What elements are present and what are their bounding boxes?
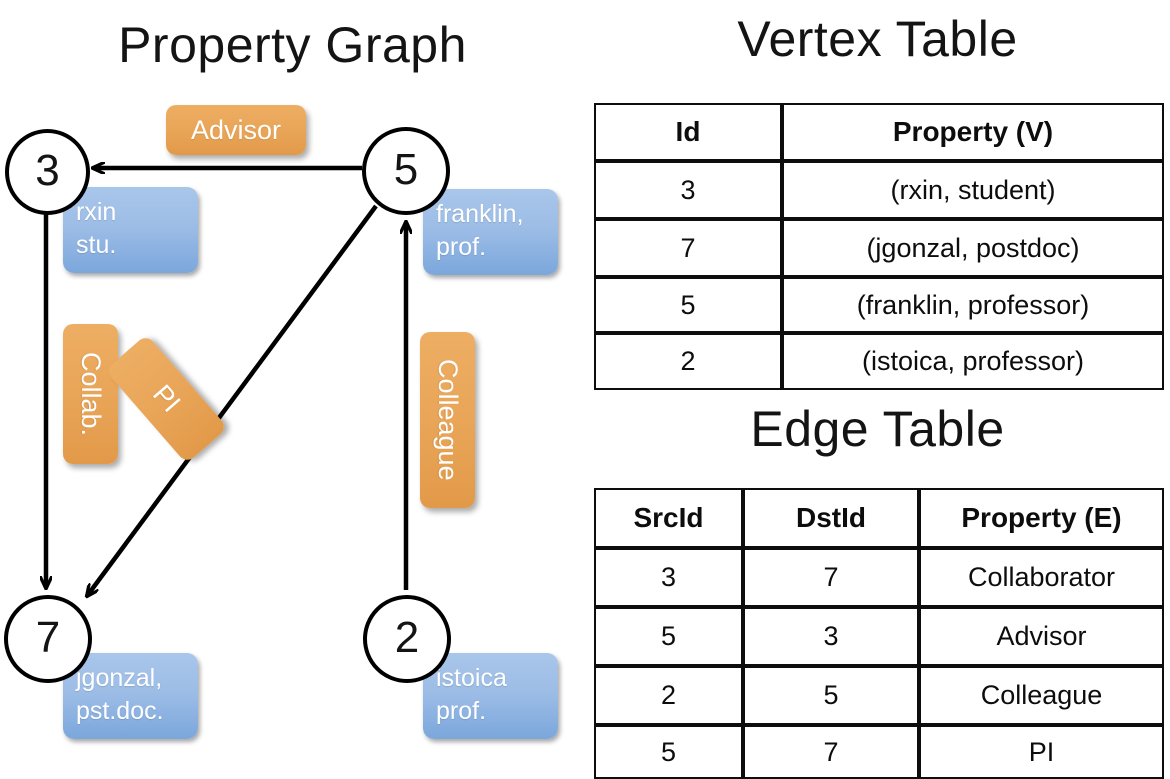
vertex-cell-property: (jgonzal, postdoc) <box>782 219 1164 277</box>
graph-node-3-label: 3 <box>35 146 60 195</box>
vertex-header-property: Property (V) <box>782 103 1164 161</box>
vertex-cell-id: 7 <box>594 219 782 277</box>
vertex-header-id: Id <box>594 103 782 161</box>
edge-label-advisor-text: Advisor <box>190 114 282 145</box>
edge-cell-srcid: 5 <box>594 725 743 779</box>
table-row[interactable]: 5 3 Advisor <box>594 607 1164 666</box>
edge-cell-dstid: 5 <box>743 666 919 725</box>
vertex-cell-id: 5 <box>594 277 782 333</box>
edge-5-to-7-pi <box>87 204 378 596</box>
edge-cell-srcid: 5 <box>594 607 743 666</box>
vertex-property-box-5-line2: prof. <box>436 233 487 261</box>
vertex-cell-property: (rxin, student) <box>782 161 1164 219</box>
vertex-property-box-2: istoica prof. <box>423 653 558 739</box>
edge-cell-dstid: 3 <box>743 607 919 666</box>
edge-label-colleague-text: Colleague <box>433 359 463 481</box>
edge-cell-property: Colleague <box>919 666 1164 725</box>
table-row[interactable]: 2 5 Colleague <box>594 666 1164 725</box>
edge-cell-property: Advisor <box>919 607 1164 666</box>
graph-node-3[interactable]: 3 <box>5 129 90 215</box>
vertex-cell-id: 2 <box>594 333 782 390</box>
edge-header-property: Property (E) <box>919 488 1164 548</box>
vertex-table-header-row: Id Property (V) <box>594 103 1164 161</box>
vertex-property-box-2-line2: prof. <box>436 697 487 725</box>
edge-table-header-row: SrcId DstId Property (E) <box>594 488 1164 548</box>
table-row[interactable]: 3 (rxin, student) <box>594 161 1164 219</box>
edge-header-srcid: SrcId <box>594 488 743 548</box>
page-title-vertex-table: Vertex Table <box>737 11 1018 67</box>
vertex-cell-property: (istoica, professor) <box>782 333 1164 390</box>
graph-node-7[interactable]: 7 <box>4 595 92 683</box>
edge-table: SrcId DstId Property (E) 3 7 Collaborato… <box>594 488 1164 779</box>
edge-cell-dstid: 7 <box>743 548 919 607</box>
edge-cell-property: PI <box>919 725 1164 779</box>
graph-node-2-label: 2 <box>394 613 420 662</box>
graph-node-7-label: 7 <box>35 613 61 662</box>
edge-label-colleague: Colleague <box>420 332 475 508</box>
graph-node-2[interactable]: 2 <box>363 595 451 683</box>
edge-label-pi-text: PI <box>147 379 187 419</box>
property-graph-diagram: Advisor Collab. PI Colleague rxin stu. f… <box>0 0 585 760</box>
vertex-property-box-7-line1: jgonzal, <box>76 664 163 692</box>
table-row[interactable]: 7 (jgonzal, postdoc) <box>594 219 1164 277</box>
vertex-table: Id Property (V) 3 (rxin, student) 7 (jgo… <box>594 103 1164 390</box>
vertex-property-box-3: rxin stu. <box>63 187 198 273</box>
edge-cell-srcid: 2 <box>594 666 743 725</box>
vertex-property-box-2-line1: istoica <box>436 664 507 692</box>
vertex-property-box-7-line2: pst.doc. <box>76 697 164 725</box>
graph-node-5-label: 5 <box>393 145 419 194</box>
table-row[interactable]: 3 7 Collaborator <box>594 548 1164 607</box>
edge-label-advisor: Advisor <box>166 105 306 155</box>
edge-cell-property: Collaborator <box>919 548 1164 607</box>
table-row[interactable]: 5 (franklin, professor) <box>594 277 1164 333</box>
edge-header-dstid: DstId <box>743 488 919 548</box>
vertex-property-box-5-line1: franklin, <box>436 200 524 228</box>
vertex-property-box-3-line1: rxin <box>76 198 117 226</box>
edge-cell-dstid: 7 <box>743 725 919 779</box>
edge-label-collab-text: Collab. <box>76 351 106 437</box>
table-row[interactable]: 2 (istoica, professor) <box>594 333 1164 390</box>
graph-edges-svg <box>0 0 585 760</box>
edge-label-collab: Collab. <box>63 324 118 464</box>
edge-cell-srcid: 3 <box>594 548 743 607</box>
vertex-cell-property: (franklin, professor) <box>782 277 1164 333</box>
vertex-property-box-5: franklin, prof. <box>423 189 558 275</box>
page-title-property-graph: Property Graph <box>118 17 467 73</box>
vertex-cell-id: 3 <box>594 161 782 219</box>
table-row[interactable]: 5 7 PI <box>594 725 1164 779</box>
vertex-property-box-7: jgonzal, pst.doc. <box>63 653 198 739</box>
graph-node-5[interactable]: 5 <box>362 127 450 215</box>
page-title-edge-table: Edge Table <box>750 401 1005 457</box>
vertex-property-box-3-line2: stu. <box>76 231 117 259</box>
